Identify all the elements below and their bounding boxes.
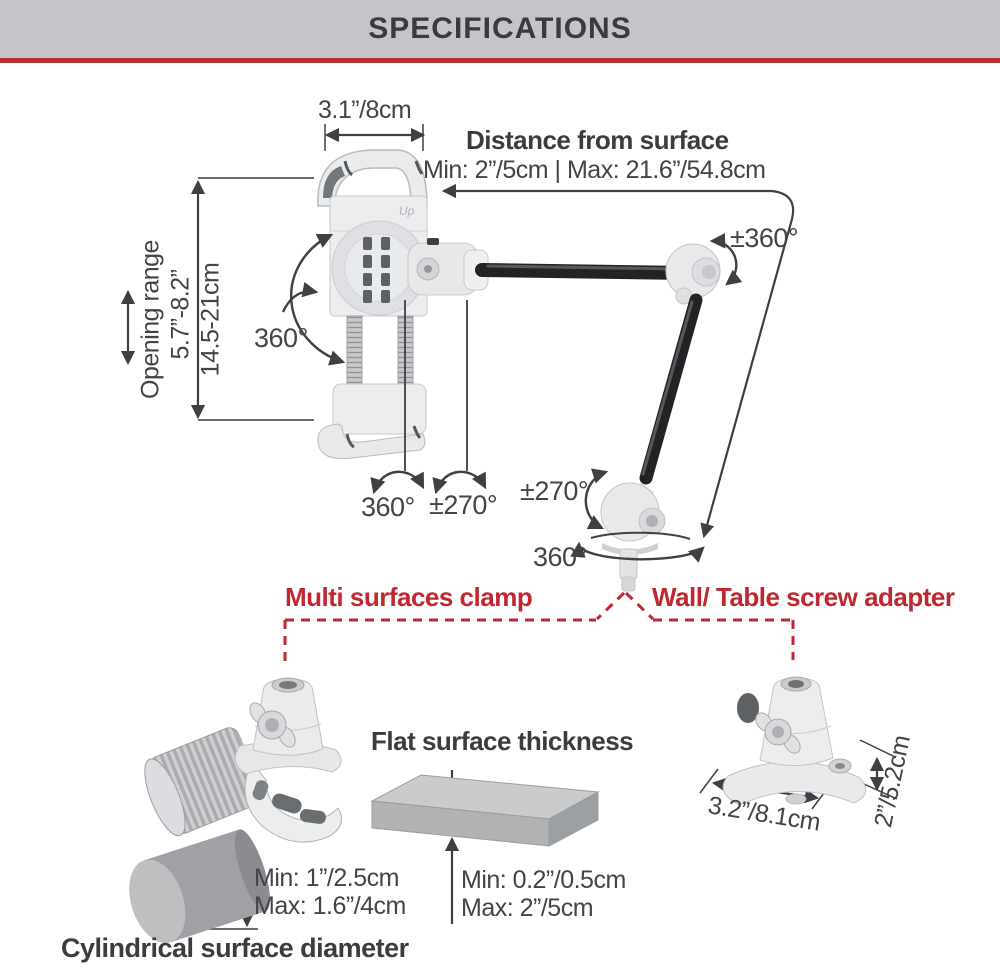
tablet-holder-illustration	[317, 149, 489, 460]
page-title: SPECIFICATIONS	[368, 12, 632, 45]
joint-tilt-angle: ±270°	[429, 490, 498, 520]
arm-and-joints-illustration	[475, 243, 721, 592]
elbow-swivel-angle: ±360°	[730, 223, 799, 253]
adapter-callout: Wall/ Table screw adapter	[652, 582, 955, 612]
cylindrical-min: Min: 1”/2.5cm	[254, 864, 399, 892]
base-spin-angle: 360°	[533, 542, 587, 572]
base-tilt-angle: ±270°	[520, 476, 589, 506]
header-bar: SPECIFICATIONS	[0, 0, 1000, 58]
holder-spin-angle: 360°	[361, 492, 415, 522]
slab-illustration	[370, 774, 600, 847]
red-divider-line	[0, 58, 1000, 63]
flat-surface-min: Min: 0.2”/0.5cm	[461, 866, 626, 894]
clamp-callout: Multi surfaces clamp	[285, 582, 533, 612]
knob-grip-slots	[363, 237, 390, 303]
opening-range-cm: 14.5-21cm	[196, 262, 225, 377]
flat-surface-title: Flat surface thickness	[371, 726, 634, 756]
opening-range-inches: 5.7”-8.2”	[166, 269, 195, 360]
holder-width-dimension: 3.1”/8cm	[318, 96, 412, 124]
flat-surface-max: Max: 2”/5cm	[461, 894, 594, 922]
rotation-arrows	[281, 233, 743, 563]
opening-range-label: Opening range	[136, 240, 165, 399]
distance-range: Min: 2”/5cm | Max: 21.6”/54.8cm	[423, 156, 766, 184]
cylinder-illustration	[129, 829, 270, 943]
holder-swivel-angle: 360°	[254, 323, 308, 353]
cylindrical-title: Cylindrical surface diameter	[61, 933, 409, 963]
screw-adapter-illustration	[722, 676, 867, 806]
distance-title: Distance from surface	[466, 125, 729, 155]
brand-logo: Up	[399, 204, 415, 218]
cylindrical-max: Max: 1.6”/4cm	[254, 892, 406, 920]
red-connector-dashes	[283, 591, 795, 668]
surface-clamp-illustration	[144, 677, 343, 843]
